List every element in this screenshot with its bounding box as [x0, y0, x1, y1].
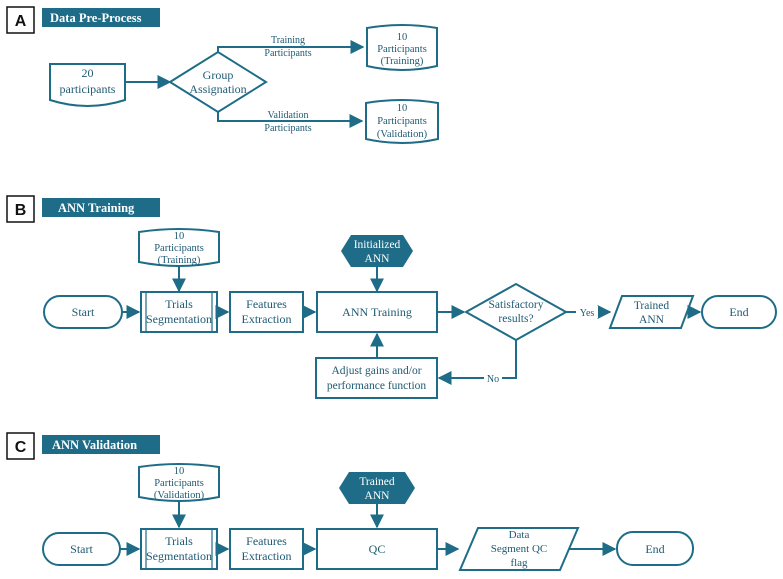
a-decision-line2: Assignation [189, 82, 246, 96]
b-start: Start [43, 295, 123, 329]
section-b-header: B ANN Training [6, 195, 160, 223]
a-validation-participants: 10 Participants (Validation) [365, 99, 439, 144]
a-source-participants: 20 participants [49, 63, 126, 107]
b-trained-ann-output: Trained ANN [608, 295, 695, 329]
c-data-line3: (Validation) [154, 490, 205, 501]
c-end-label: End [645, 542, 664, 556]
section-b-title: ANN Training [58, 201, 135, 215]
b-end: End [701, 295, 777, 329]
b-feat-line2: Extraction [242, 312, 292, 326]
section-b-letter: B [15, 202, 27, 219]
b-yes-label: Yes [580, 308, 595, 319]
c-flag-line3: flag [510, 557, 528, 569]
b-training-data: 10 Participants (Training) [138, 228, 220, 267]
section-a-title: Data Pre-Process [50, 11, 142, 25]
b-trained-line1: Trained [634, 300, 670, 312]
c-validation-data: 10 Participants (Validation) [138, 463, 220, 502]
c-trained-ann: Trained ANN [339, 472, 415, 504]
c-data-line1: 10 [174, 466, 185, 477]
b-init-line2: ANN [365, 253, 391, 265]
b-decision-line2: results? [498, 313, 533, 325]
b-adjust-line1: Adjust gains and/or [331, 365, 421, 377]
a-bottom-edge-line2: Participants [264, 123, 311, 134]
c-trained-line1: Trained [359, 476, 395, 488]
a-decision-line1: Group [203, 68, 234, 82]
b-adjust-gains: Adjust gains and/or performance function [315, 357, 438, 399]
b-feat-line1: Features [246, 297, 287, 311]
b-start-label: Start [72, 305, 95, 319]
a-bottom-edge-line1: Validation [267, 110, 308, 121]
c-flag-line1: Data [509, 529, 530, 541]
c-start: Start [42, 532, 121, 566]
b-training-label: ANN Training [342, 305, 412, 319]
a-source-line1: 20 [82, 66, 94, 80]
b-initialized-ann: Initialized ANN [341, 235, 413, 267]
c-seg-line2: Segmentation [146, 549, 212, 563]
a-source-line2: participants [60, 82, 116, 96]
b-arrow-no [437, 340, 517, 385]
b-decision-line1: Satisfactory [489, 299, 544, 311]
b-data-line3: (Training) [158, 255, 201, 266]
c-trained-line2: ANN [365, 490, 391, 502]
b-features-extraction: Features Extraction [229, 291, 304, 333]
c-trials-segmentation: Trials Segmentation [140, 528, 218, 570]
c-feat-line2: Extraction [242, 549, 292, 563]
c-flag-line2: Segment QC [491, 543, 548, 555]
b-end-label: End [729, 305, 748, 319]
b-no-label: No [487, 374, 499, 385]
c-feat-line1: Features [246, 534, 287, 548]
a-group-assignation-decision: Group Assignation [168, 50, 268, 114]
b-seg-line2: Segmentation [146, 312, 212, 326]
section-a-letter: A [15, 13, 27, 30]
c-qc-label: QC [369, 542, 386, 556]
c-features-extraction: Features Extraction [229, 528, 304, 570]
b-ann-training: ANN Training [316, 291, 438, 333]
a-arrow-to-validation [217, 112, 364, 128]
a-train-line2: Participants [377, 44, 427, 55]
section-c-letter: C [15, 439, 27, 456]
a-train-line3: (Training) [381, 56, 424, 67]
section-c-header: C ANN Validation [6, 432, 160, 460]
a-top-edge-line1: Training [271, 35, 305, 46]
b-seg-line1: Trials [165, 297, 193, 311]
c-data-segment-qc-flag: Data Segment QC flag [458, 527, 580, 571]
b-init-line1: Initialized [354, 239, 401, 251]
c-start-label: Start [70, 542, 93, 556]
a-arrow-to-training [217, 40, 365, 54]
b-trials-segmentation: Trials Segmentation [140, 291, 218, 333]
section-a-header: A Data Pre-Process [6, 6, 160, 34]
b-adjust-line2: performance function [327, 380, 427, 392]
b-data-line1: 10 [174, 231, 185, 242]
c-end: End [616, 531, 694, 566]
b-trained-line2: ANN [639, 314, 665, 326]
a-training-participants: 10 Participants (Training) [366, 24, 438, 71]
c-seg-line1: Trials [165, 534, 193, 548]
c-data-line2: Participants [154, 478, 204, 489]
a-val-line2: Participants [377, 116, 427, 127]
a-val-line3: (Validation) [377, 129, 428, 140]
b-satisfactory-decision: Satisfactory results? [463, 282, 569, 342]
a-val-line1: 10 [397, 103, 408, 114]
a-train-line1: 10 [397, 32, 408, 43]
b-data-line2: Participants [154, 243, 204, 254]
a-top-edge-line2: Participants [264, 48, 311, 59]
c-qc: QC [316, 528, 438, 570]
section-c-title: ANN Validation [52, 438, 137, 452]
